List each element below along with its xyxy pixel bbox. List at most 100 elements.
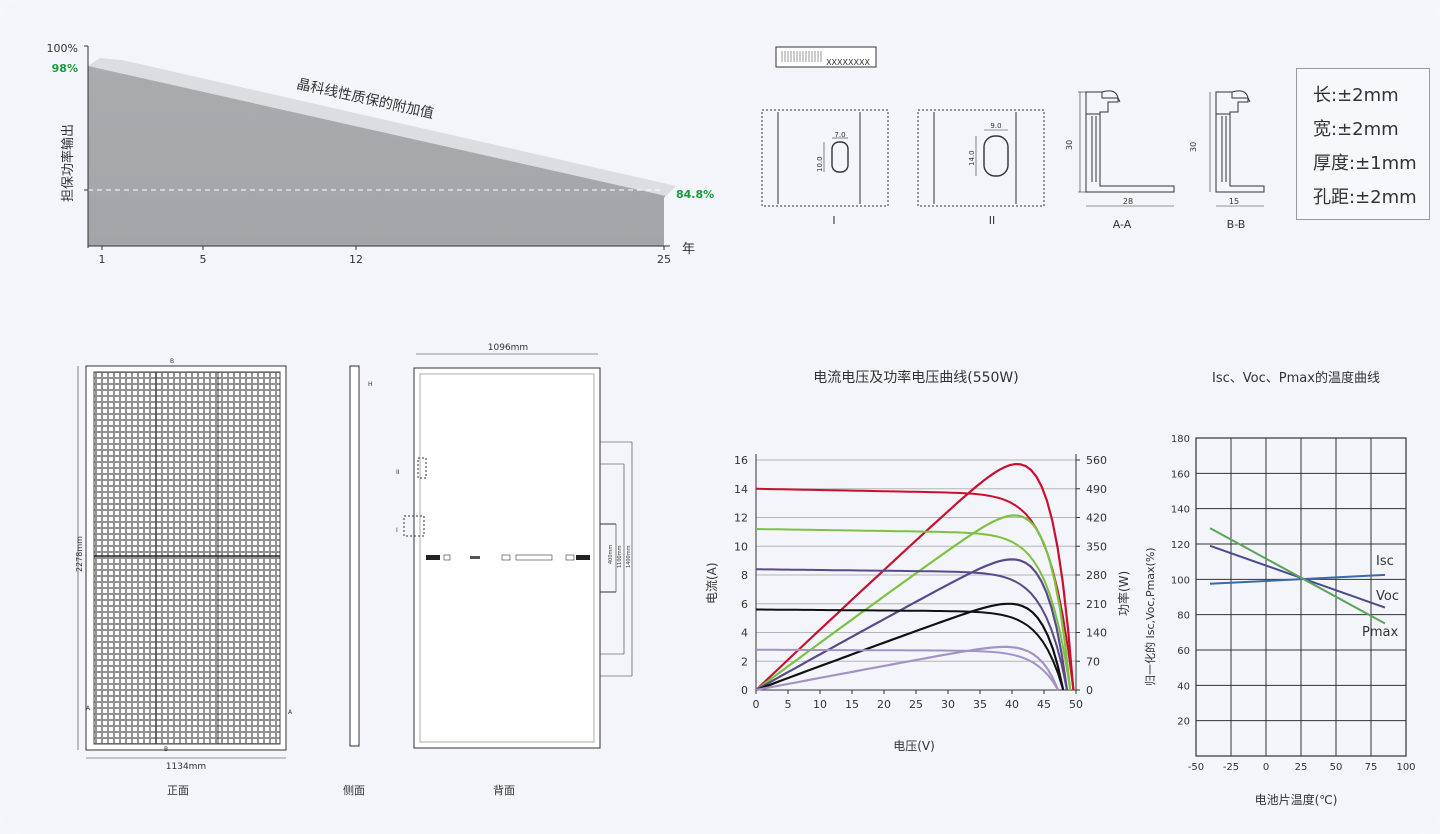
iv-xtick-label: 30 [941,698,955,711]
iv-xtick-label: 45 [1037,698,1051,711]
iv-y2tick-label: 420 [1086,512,1107,525]
iv-y2label: 功率(W) [1116,571,1131,616]
section-b-label: B-B [1227,218,1246,231]
junction-box-2 [576,555,590,560]
dim-ii-h: 14.0 [968,150,976,166]
temp-series-label-voc: Voc [1376,589,1399,604]
iv-curve-0 [755,487,1075,691]
mark-b-top: B [170,358,174,365]
temp-xtick-label: 50 [1330,762,1343,773]
iv-y2tick-label: 490 [1086,483,1107,496]
temp-xtick-label: -50 [1188,762,1204,773]
profile-a-a [1085,90,1175,193]
iv-ytick-label: 0 [741,684,748,697]
section-i-label: I [832,214,835,227]
iv-ytick-label: 8 [741,569,748,582]
dim-b-w: 15 [1229,197,1239,206]
pv-curve-4 [755,645,1060,692]
side-label: 侧面 [343,784,365,797]
x-tick-25: 25 [657,253,671,266]
temp-series-label-pmax: Pmax [1362,625,1398,640]
y-axis-title: 担保功率输出 [60,124,76,202]
x-tick-5: 5 [200,253,207,266]
iv-y2tick-label: 280 [1086,569,1107,582]
hole-i [831,141,849,173]
mark-b-bottom: B [164,746,168,753]
iv-ytick-label: 12 [734,512,748,525]
front-label: 正面 [167,784,189,797]
pv-curve-2 [755,558,1069,691]
temp-xtick-label: 75 [1365,762,1378,773]
dim-a-h: 30 [1065,140,1074,150]
section-i-frame [761,109,889,207]
warranty-chart: 100% 98% 84.8% 1 5 12 25 年 担保功率输出 晶科线性质保… [47,42,715,266]
section-a-label: A-A [1113,218,1132,231]
iv-curve-3 [756,608,1065,691]
iv-ytick-label: 10 [734,540,748,553]
iv-xtick-label: 10 [813,698,827,711]
temp-xtick-label: -25 [1223,762,1239,773]
temp-title: Isc、Voc、Pmax的温度曲线 [1212,370,1380,386]
iv-xtick-label: 25 [909,698,923,711]
x-unit-label: 年 [682,242,695,257]
iv-xtick-label: 15 [845,698,859,711]
dim-ii-w: 9.0 [990,122,1001,130]
pv-curve-3 [755,602,1065,692]
temp-ytick-label: 60 [1177,646,1190,657]
temp-ytick-label: 80 [1177,611,1190,622]
iv-ytick-label: 14 [734,483,748,496]
hole-dim-1400: 1400mm [626,545,632,568]
profile-b-b [1215,90,1265,193]
iv-y2tick-label: 210 [1086,598,1107,611]
tolerance-width: 宽:±2mm [1313,119,1399,140]
tolerance-length: 长:±2mm [1313,85,1399,106]
back-width-dim: 1096mm [488,343,528,353]
section-ii-frame [917,109,1045,207]
iv-xtick-label: 20 [877,698,891,711]
temp-ytick-label: 140 [1171,505,1190,516]
mark-h: H [368,381,373,388]
mark-a-right: A [288,709,293,716]
iv-ytick-label: 4 [741,627,748,640]
mark-ii: II [396,469,400,476]
warranty-bevel [88,58,676,196]
x-tick-12: 12 [349,253,363,266]
mark-i: I [396,527,398,534]
hole-dim-400: 400mm [608,545,614,564]
hole-ii [983,135,1009,177]
temperature-chart: Isc、Voc、Pmax的温度曲线 2040608010012014016018… [1143,370,1416,807]
y-start-label: 98% [52,62,78,75]
height-dim: 2278mm [75,536,84,572]
temp-ytick-label: 180 [1171,434,1190,445]
temp-line-isc [1209,573,1386,585]
frame-details: XXXXXXXX 7.0 10.0 I 9.0 14.0 II 30 [761,46,1265,231]
iv-xlabel: 电压(V) [893,739,935,753]
temp-xtick-label: 100 [1396,762,1415,773]
section-ii-label: II [989,214,996,227]
warranty-area [88,66,670,246]
temp-ytick-label: 100 [1171,575,1190,586]
pv-curve-0 [755,462,1075,691]
iv-y2tick-label: 140 [1086,627,1107,640]
hole-dim-1100: 1100mm [617,545,623,568]
pv-curve-1 [755,514,1072,691]
back-label: 背面 [493,783,515,797]
iv-pv-chart: 电流电压及功率电压曲线(550W) 0246810121416070140210… [705,369,1131,753]
iv-y2tick-label: 70 [1086,655,1100,668]
module-drawings: 2278mm 1134mm B B A A 正面 H 侧面 1096mm II … [75,343,633,797]
back-frame [413,367,601,749]
width-dim: 1134mm [166,762,206,772]
tolerance-box: 长:±2mm 宽:±2mm 厚度:±1mm 孔距:±2mm [1296,68,1430,220]
temp-xtick-label: 0 [1263,762,1269,773]
temp-ytick-label: 120 [1171,540,1190,551]
iv-xtick-label: 0 [753,698,760,711]
iv-y2tick-label: 350 [1086,540,1107,553]
iv-y2tick-label: 0 [1086,684,1093,697]
mark-a-left: A [86,705,91,712]
temp-xtick-label: 25 [1295,762,1308,773]
iv-xtick-label: 5 [785,698,792,711]
temp-line-pmax [1209,527,1386,625]
dim-i-h: 10.0 [816,156,824,172]
temp-series-label-isc: Isc [1376,554,1394,569]
y-top-label: 100% [47,42,78,55]
